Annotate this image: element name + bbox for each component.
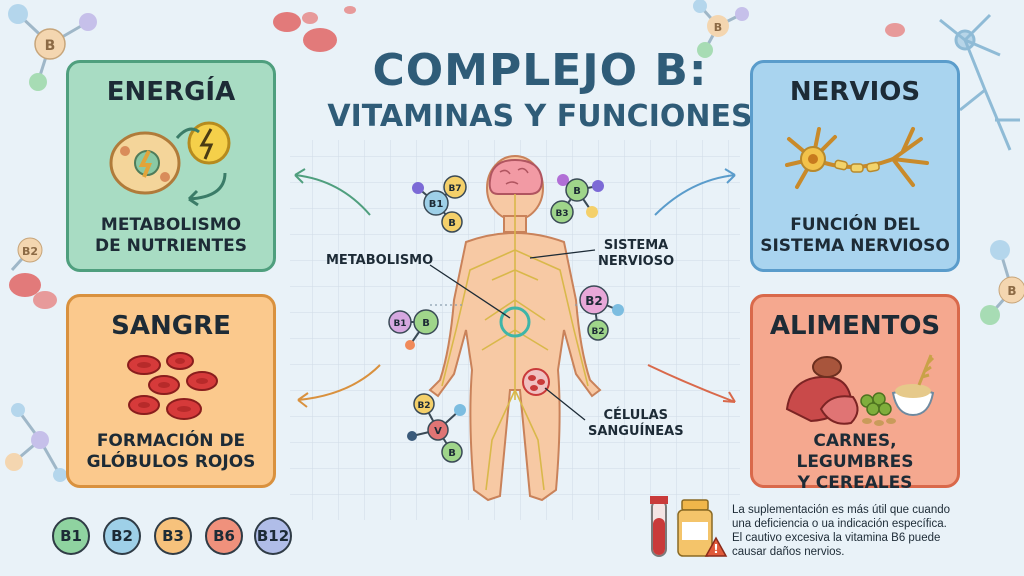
molecule-corner-tr: B xyxy=(693,0,749,58)
card-alimentos-line-2: Y CEREALES xyxy=(797,473,913,493)
molecule-1-b: B1 xyxy=(429,199,444,210)
molecule-3-a: B1 xyxy=(393,319,406,329)
red-blood-cells-icon xyxy=(127,352,218,420)
cell-energy-icon xyxy=(109,121,231,207)
blood-cells-decoration xyxy=(9,6,905,309)
card-alimentos-line-1: CARNES, LEGUMBRES xyxy=(796,431,914,472)
molecule-3: B1 B xyxy=(388,309,439,350)
page-title: COMPLEJO B: VITAMINAS Y FUNCIONES xyxy=(290,46,790,136)
label-metabolismo: METABOLISMO xyxy=(326,253,434,268)
right-b-label: B xyxy=(1007,284,1016,298)
metabolism-highlight xyxy=(499,306,531,338)
molecule-1-c: B xyxy=(448,218,456,229)
title-line-1: COMPLEJO B: xyxy=(372,45,708,96)
card-nervios-line-1: FUNCIÓN DEL xyxy=(790,215,920,235)
molecule-corner-tl: B xyxy=(8,4,97,91)
svg-text:!: ! xyxy=(713,542,718,556)
label-celulas-sanguineas: CÉLULAS SANGUÍNEAS xyxy=(588,408,684,440)
badge-b12: B12 xyxy=(254,517,292,555)
card-sangre-line-1: FORMACIÓN DE xyxy=(96,431,246,451)
human-body-figure xyxy=(428,155,602,502)
badge-b3: B3 xyxy=(154,517,192,555)
label-sistema-line-1: SISTEMA xyxy=(603,238,669,253)
title-line-2: VITAMINAS Y FUNCIONES xyxy=(327,99,753,134)
card-sangre-line-2: GLÓBULOS ROJOS xyxy=(86,452,256,472)
blood-cell-cluster xyxy=(522,368,550,396)
molecule-2-b: B3 xyxy=(555,209,568,219)
molecule-right-b: B xyxy=(980,240,1024,325)
card-sangre: SANGRE FORMACIÓN DE GLÓBULOS ROJOS xyxy=(66,294,276,488)
molecule-2-a: B xyxy=(573,186,581,197)
brain-icon xyxy=(488,158,544,195)
card-energia-line-2: DE NUTRIENTES xyxy=(95,236,247,256)
card-energia: ENERGÍA METABOLISMO DE NUTRIENTES xyxy=(66,60,276,272)
card-alimentos-heading: ALIMENTOS xyxy=(769,311,941,341)
molecule-4-a: B2 xyxy=(585,294,603,308)
left-b2-label: B2 xyxy=(22,245,38,258)
card-sangre-heading: SANGRE xyxy=(111,311,231,341)
label-sistema-nervioso: SISTEMA NERVIOSO xyxy=(598,238,674,270)
card-energia-line-1: METABOLISMO xyxy=(100,215,242,235)
neuron-icon xyxy=(785,127,929,189)
molecule-4-b: B2 xyxy=(591,327,604,337)
label-celulas-line-1: CÉLULAS xyxy=(603,408,669,423)
card-nervios-line-2: SISTEMA NERVIOSO xyxy=(760,236,950,256)
corner-tr-label: B xyxy=(714,21,722,34)
molecule-3-b: B xyxy=(422,318,430,329)
food-icon xyxy=(785,354,935,426)
connector-arrows xyxy=(294,168,736,408)
label-celulas-line-2: SANGUÍNEAS xyxy=(588,424,684,439)
note-line-1: La suplementación es más útil que cuando xyxy=(732,504,951,516)
card-nervios-heading: NERVIOS xyxy=(789,77,921,107)
nerves xyxy=(441,194,589,491)
supplement-note: La suplementación es más útil que cuando… xyxy=(732,503,1002,559)
molecule-left-b2: B2 xyxy=(10,237,43,272)
badge-b6: B6 xyxy=(205,517,243,555)
note-line-2: una deficiencia o ua indicación específi… xyxy=(732,518,947,530)
note-line-3: El cautivo excesiva la vitamina B6 puede xyxy=(732,532,941,544)
card-energia-heading: ENERGÍA xyxy=(106,77,236,107)
badge-b2: B2 xyxy=(103,517,141,555)
note-line-4: causar daños nervios. xyxy=(732,546,845,558)
corner-tl-label: B xyxy=(45,38,56,54)
molecule-5: B2 V B xyxy=(407,393,466,463)
molecule-5-b: V xyxy=(434,426,442,437)
card-nervios: NERVIOS FUNCIÓN DEL SISTEMA NERVIOSO xyxy=(750,60,960,272)
molecule-1-a: B7 xyxy=(448,184,461,194)
molecule-5-c: B xyxy=(448,448,456,459)
molecule-left-bottom xyxy=(5,403,67,482)
card-alimentos: ALIMENTOS CARNES, LEGUMBRES Y CEREALES xyxy=(750,294,960,493)
label-sistema-line-2: NERVIOSO xyxy=(598,254,675,269)
molecule-5-a: B2 xyxy=(417,401,430,411)
supplement-icon: ! xyxy=(650,496,728,557)
molecule-4: B2 B2 xyxy=(579,285,624,341)
molecule-2: B B3 xyxy=(550,174,604,224)
badge-b1: B1 xyxy=(52,517,90,555)
molecule-1: B7 B1 B xyxy=(412,175,467,233)
neuron-decoration xyxy=(939,13,1020,151)
